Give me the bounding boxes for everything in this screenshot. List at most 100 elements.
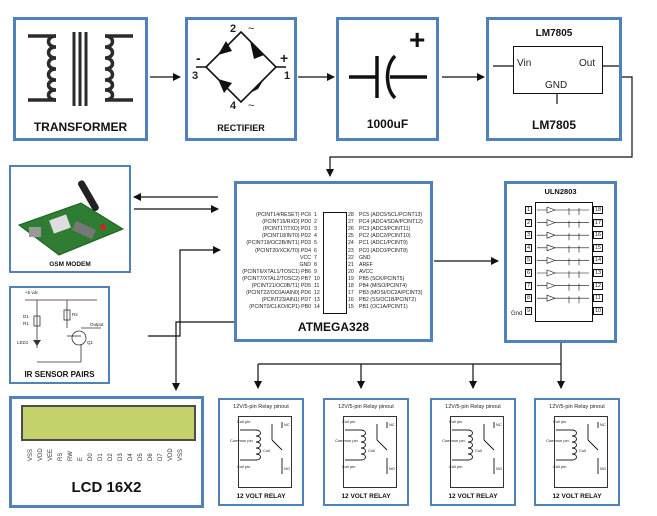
driver-buffer-1 [546,206,556,214]
relay-label: 12 VOLT RELAY [552,493,602,500]
mcu-pin-right-8: AREF [359,261,373,268]
relay-label: 12 VOLT RELAY [448,493,498,500]
mcu-pin-right-9: AVCC [359,268,374,275]
driver-pin-left-2: 2 [525,218,533,227]
ir-d1-label: D1 [23,314,29,319]
driver-pin-left-8: 8 [525,294,533,303]
regulator-label: LM7805 [531,118,577,132]
regulator-symbol [513,46,603,94]
relay-no-label: NO [600,466,606,471]
relay-coil-icon [556,422,599,474]
mcu-pin-number: 28 [348,212,354,218]
lcd-display-panel [21,405,196,441]
relay-coil-icon [345,422,388,474]
lcd-pin-16: VSS [178,448,184,461]
driver-pin-left-6: 6 [525,269,533,277]
ir-r2-label: R2 [72,312,78,317]
relay-coil-label: Coil [579,448,586,453]
regulator-title: LM7805 [535,28,573,39]
relay-coil-icon [452,422,495,474]
arrow-driver-relays [257,343,562,388]
mcu-pin-left-11: (PCINT21/OC0B/T1) PD5 [251,283,311,289]
driver-darlington-arrays [537,206,589,304]
mcu-label: ATMEGA328 [297,320,370,334]
mcu-pin-number: 3 [314,226,317,233]
mcu-chip-body [323,212,347,314]
relay-coil-pin-top: Coil pin [553,419,567,424]
rectifier-ac-symbol-bottom: ~ [248,100,255,112]
relay-label: 12 VOLT RELAY [236,493,286,500]
mcu-pin-right-11: PB4 (MISO/PCINT4) [359,283,407,289]
driver-pin-left-3: 3 [525,231,533,240]
mcu-pin-left-2: (PCINT16/RXD) PD0 [262,219,311,226]
driver-line-5 [537,258,589,266]
mcu-pin-left-6: (PCINT20/XCK/T0) PD4 [255,247,311,254]
mcu-pin-left-8: GND [299,261,311,268]
driver-pin-left-9: 9 [525,306,533,315]
relay-nc-label: NC [284,422,290,427]
ir-sensor-schematic [25,299,101,363]
relay-symbol [554,416,608,488]
driver-pin-right-9: 10 [593,306,604,315]
driver-pin-left-7: 7 [525,281,533,290]
capacitor-block: + 1000uF [336,17,439,141]
mcu-pin-number: 5 [314,240,317,247]
bridge-rectifier-icon [196,30,286,104]
gsm-modem-icon [17,180,125,256]
transformer-label: TRANSFORMER [33,120,128,134]
ir-led-label: LED1 [17,340,29,345]
mcu-pin-number: 18 [348,283,354,289]
lcd-pin-4: RS [58,452,64,461]
lcd-pin-12: D5 [138,453,144,461]
relay-coil-pin-bottom: Coil pin [449,464,463,469]
mcu-pin-number: 7 [314,254,317,261]
mcu-pin-number: 14 [314,304,320,311]
mcu-pin-number: 15 [348,304,354,311]
relay-coil-label: Coil [368,448,375,453]
lcd-pin-5: RW [68,451,74,461]
relay-coil-pin-bottom: Coil pin [342,464,356,469]
mcu-pin-right-14: PB1 (OC1A/PCINT1) [359,304,408,311]
mcu-pin-left-14: (PCINT0/CLKO/ICP1) PB0 [249,304,311,311]
mcu-pin-right-12: PB3 (MOSI/OC2A/PCINT3) [359,290,423,297]
driver-buffer-8 [546,294,556,302]
driver-pin-right-5: 14 [593,256,604,265]
lcd-pin-13: D6 [148,453,154,461]
lcd-pin-2: VDD [38,448,44,461]
mcu-pin-number: 25 [348,233,354,240]
relay-title: 12V/5-pin Relay pinout [233,404,289,410]
relay-no-label: NO [284,466,290,471]
driver-line-3 [537,233,589,241]
mcu-pin-left-13: (PCINT23/AIN1) PD7 [261,297,311,304]
rectifier-plus: + [280,50,289,66]
relay-common-pin: Common pin [546,438,569,443]
driver-buffer-7 [546,282,556,290]
relay-common-pin: Common pin [335,438,358,443]
ir-supply-label: +5 vdc [25,290,39,295]
driver-chip-body [535,202,593,322]
regulator-gnd: GND [545,80,568,91]
transformer-block: TRANSFORMER [13,17,148,141]
mcu-pin-number: 4 [314,233,317,240]
relay-title: 12V/5-pin Relay pinout [549,404,605,410]
driver-pin-right-3: 16 [593,231,604,240]
lcd-pin-8: D1 [98,453,104,461]
mcu-pin-left-3: (PCINT17/TXD) PD1 [262,226,311,233]
relay-nc-label: NC [389,422,395,427]
driver-pin-right-2: 17 [593,218,604,227]
driver-line-4 [537,245,589,253]
regulator-vin: Vin [517,58,532,69]
mcu-pin-left-10: (PCINT7/XTAL2/TOSC2) PB7 [242,275,311,282]
mcu-pin-number: 10 [314,275,320,282]
driver-pin-right-7: 12 [593,281,604,290]
arrow-ir-mcu [148,246,221,337]
ir-q1-label: Q1 [87,340,94,345]
rectifier-ac-symbol-top: ~ [248,23,255,35]
mcu-pin-number: 6 [314,247,317,254]
lcd-pin-14: D7 [158,453,164,461]
driver-pin-right-6: 13 [593,269,604,277]
mcu-pin-number: 11 [314,283,320,289]
